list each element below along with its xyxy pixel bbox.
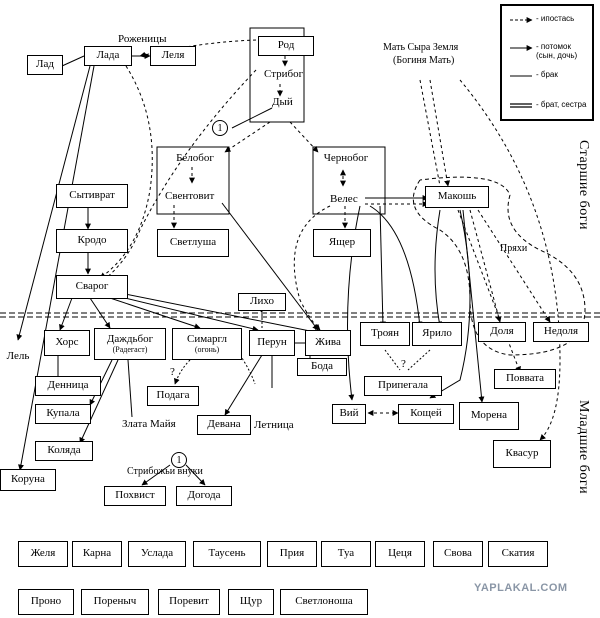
node-rod: Род [258,36,314,56]
gods-separator [0,312,600,318]
rozhenitsy-label: Роженицы [118,33,167,45]
node-perun: Перун [249,330,295,356]
node-pokhvist: Похвист [104,486,166,506]
pryakhi-label: Пряхи [500,243,528,254]
legend-descendant: - потомок (сын, дочь) [536,42,578,60]
node-dolya: Доля [478,322,526,342]
question-mark: ? [170,366,175,378]
node-chernobog: Чернобог [323,152,369,165]
node-troyan: Троян [360,322,410,346]
question-mark: ? [401,358,406,370]
stribog-label: Стрибог [264,68,304,80]
node-sytivrat: Сытиврат [56,184,128,208]
dazhdbog-sub: (Радегаст) [112,344,148,354]
node-makosh: Макошь [425,186,489,208]
bottom-deity-box: Поревит [158,589,220,615]
dazhdbog-name: Даждьбог [106,333,154,346]
node-yarilo: Ярило [412,322,462,346]
node-lada: Лада [84,46,132,66]
node-podaga: Подага [147,386,199,406]
letnitsa-label: Летница [254,419,294,431]
bottom-deity-box: Свова [433,541,483,567]
node-dazhdbog: Даждьбог (Радегаст) [94,328,166,360]
bottom-deity-box: Желя [18,541,68,567]
node-pripegala: Припегала [364,376,442,396]
node-yashcher: Ящер [313,229,371,257]
bottom-deity-box: Прия [267,541,317,567]
node-devana: Девана [197,415,251,435]
sventovit-label: Свентовит [165,190,215,202]
node-lel: Лель [6,350,30,363]
node-lelya: Леля [150,46,196,66]
node-dennitsa: Денница [35,376,101,396]
bottom-deity-box: Туа [321,541,371,567]
node-koshchei: Кощей [398,404,454,424]
circle-number: 1 [171,452,187,468]
mother-earth-sublabel: (Богиня Мать) [393,55,455,66]
bottom-deity-box: Цеця [375,541,425,567]
node-kupala: Купала [35,404,91,424]
veles-label: Велес [330,193,358,205]
circle-number: 1 [212,120,228,136]
bottom-deity-box: Щур [228,589,274,615]
node-likho: Лихо [238,293,286,311]
bottom-deity-box: Скатия [488,541,548,567]
node-svarog: Сварог [56,275,128,299]
node-khors: Хорс [44,330,90,356]
node-dogoda: Догода [176,486,232,506]
rod-group-box [249,27,305,123]
node-simargl: Симаргл (огонь) [172,328,242,360]
bottom-deity-box: Услада [128,541,186,567]
node-krodo: Кродо [56,229,128,253]
node-koruna: Коруна [0,469,56,491]
zlata-maya-label: Злата Майя [122,418,176,430]
bottom-deity-box: Светлоноша [280,589,368,615]
younger-gods-label: Младшие боги [576,400,591,495]
belobog-group-box [156,146,230,215]
node-kvasur: Квасур [493,440,551,468]
dyi-label: Дый [272,96,293,108]
simargl-name: Симаргл [187,333,227,346]
node-zhiva: Жива [305,330,351,356]
node-boda: Бода [297,358,347,376]
legend-hypostasis: - ипостась [536,14,575,23]
node-nedolya: Недоля [533,322,589,342]
legend-marriage: - брак [536,70,558,79]
mother-earth-label: Мать Сыра Земля [383,42,459,53]
elder-gods-label: Старшие боги [576,140,591,230]
watermark: YAPLAKAL.COM [474,582,568,594]
node-svetlusha: Светлуша [157,229,229,257]
node-povvata: Поввата [494,369,556,389]
bottom-deity-box: Таусень [193,541,261,567]
simargl-sub: (огонь) [194,344,220,354]
node-lad: Лад [27,55,63,75]
node-belobog: Белобог [176,152,214,165]
bottom-deity-box: Проно [18,589,74,615]
legend-siblings: - брат, сестра [536,100,587,109]
node-morena: Морена [459,402,519,430]
node-koliada: Коляда [35,441,93,461]
stribog-grandsons-label: Стрибожьи внуки [127,466,203,477]
chernobog-group-box [312,146,386,215]
bottom-deity-box: Карна [72,541,122,567]
node-viy: Вий [332,404,366,424]
bottom-deity-box: Пореныч [81,589,149,615]
legend: - ипостась - потомок (сын, дочь) - брак … [500,4,594,121]
